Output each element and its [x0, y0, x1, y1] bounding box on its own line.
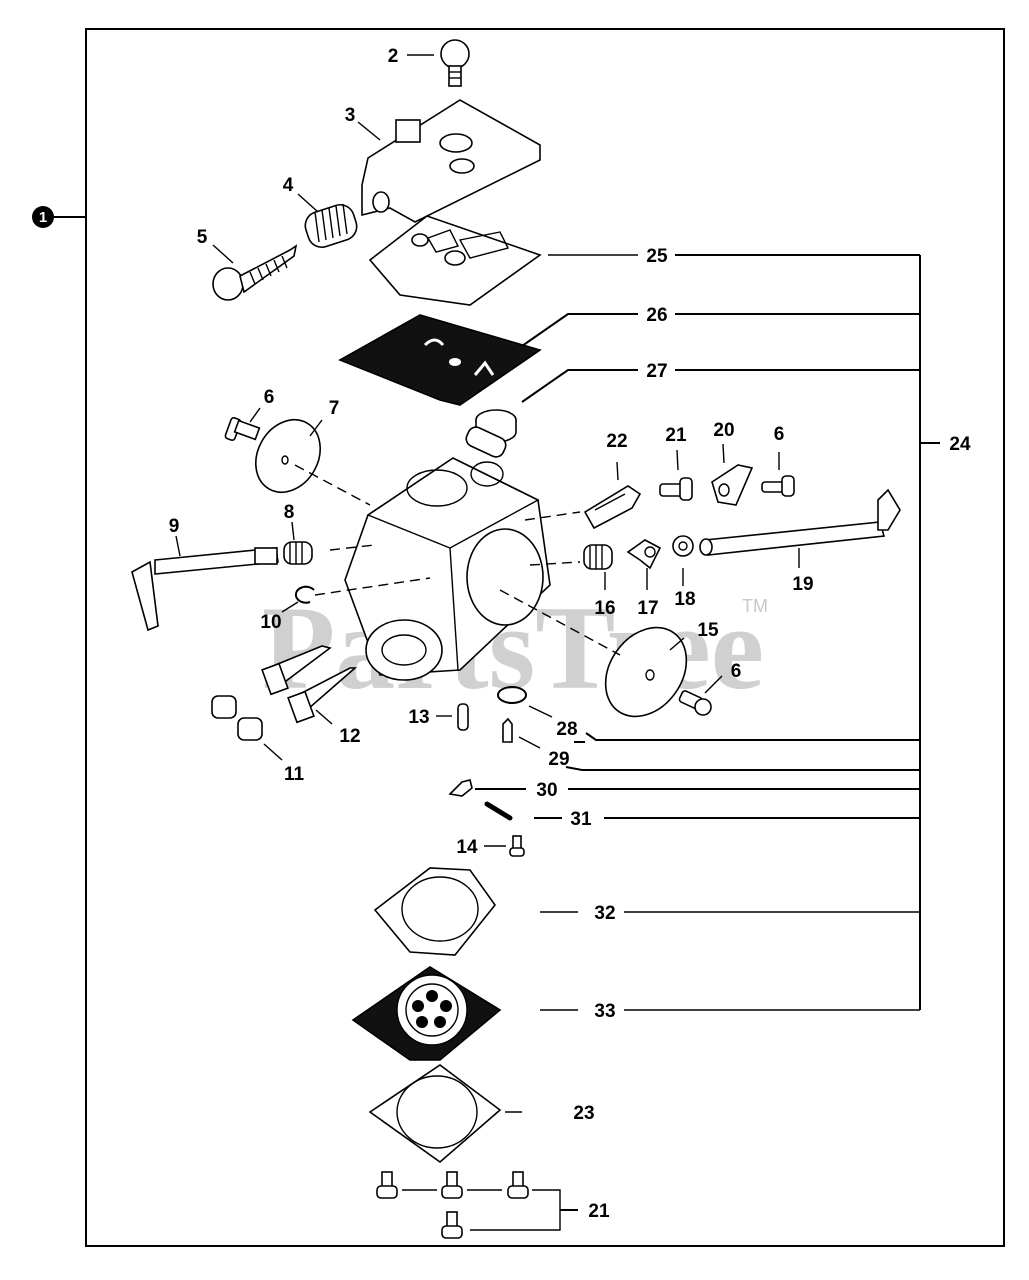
label-30[interactable]: 30 [536, 780, 557, 801]
label-21[interactable]: 21 [665, 425, 687, 446]
label-6-left[interactable]: 6 [264, 387, 275, 408]
label-16[interactable]: 16 [594, 598, 615, 619]
label-6-lower[interactable]: 6 [731, 661, 742, 682]
label-25[interactable]: 25 [646, 246, 668, 267]
part-2-screw[interactable] [440, 39, 470, 87]
part-20-lever[interactable] [711, 464, 754, 506]
part-5-screw[interactable] [212, 244, 298, 301]
part-16-spring[interactable] [583, 544, 613, 570]
label-28[interactable]: 28 [556, 719, 577, 740]
part-7-choke-plate[interactable] [243, 408, 333, 504]
callout-labels: 2 3 4 5 25 26 27 24 6 7 8 9 10 11 12 13 … [169, 46, 971, 1222]
label-18[interactable]: 18 [674, 589, 695, 610]
part-33-metering-diaphragm[interactable] [351, 966, 502, 1061]
part-31-pin[interactable] [484, 801, 513, 821]
part-26-pump-diaphragm[interactable] [338, 314, 542, 406]
label-2[interactable]: 2 [388, 46, 399, 67]
part-17-lever[interactable] [626, 539, 662, 570]
leader-lines [175, 54, 940, 1231]
part-14-screw[interactable] [509, 835, 525, 857]
part-3-pump-cover[interactable] [361, 99, 541, 223]
part-21-screws-set[interactable] [376, 1171, 529, 1239]
label-1: 1 [39, 209, 47, 226]
label-20[interactable]: 20 [713, 420, 734, 441]
assembly-callout[interactable]: 1 [32, 206, 86, 228]
part-6-screw-right[interactable] [761, 475, 795, 497]
label-14[interactable]: 14 [456, 837, 478, 858]
label-19[interactable]: 19 [792, 574, 813, 595]
label-12[interactable]: 12 [339, 726, 360, 747]
label-3[interactable]: 3 [345, 105, 356, 126]
label-4[interactable]: 4 [283, 175, 294, 196]
label-27[interactable]: 27 [646, 361, 667, 382]
part-21-screw[interactable] [659, 477, 693, 501]
label-8[interactable]: 8 [284, 502, 295, 523]
label-9[interactable]: 9 [169, 516, 180, 537]
part-8-spring[interactable] [283, 541, 313, 565]
assembly-lines [294, 464, 621, 656]
label-15[interactable]: 15 [697, 620, 719, 641]
assembly-frame [85, 28, 1005, 1247]
part-19-throttle-shaft[interactable] [699, 488, 901, 556]
part-30-metering-lever[interactable] [448, 779, 473, 797]
label-24[interactable]: 24 [949, 434, 971, 455]
label-26[interactable]: 26 [646, 305, 667, 326]
part-25-gasket[interactable] [368, 215, 542, 306]
part-9-choke-shaft[interactable] [131, 547, 279, 632]
label-10[interactable]: 10 [260, 612, 281, 633]
part-13-spring[interactable] [457, 703, 469, 731]
callout-badge-icon [32, 206, 54, 228]
label-5[interactable]: 5 [197, 227, 208, 248]
label-32[interactable]: 32 [594, 903, 615, 924]
watermark-tm: TM [742, 596, 768, 616]
carburetor-body[interactable] [344, 424, 551, 681]
label-6-right[interactable]: 6 [774, 424, 785, 445]
part-15-throttle-plate[interactable] [589, 612, 703, 732]
part-28-o-ring[interactable] [497, 686, 527, 704]
label-33[interactable]: 33 [594, 1001, 615, 1022]
label-11[interactable]: 11 [284, 764, 305, 785]
label-7[interactable]: 7 [329, 398, 340, 419]
label-23[interactable]: 23 [573, 1103, 594, 1124]
label-22[interactable]: 22 [606, 431, 627, 452]
label-21-bottom[interactable]: 21 [588, 1201, 610, 1222]
part-22-link-plate[interactable] [583, 485, 642, 530]
part-12-adjusting-needles[interactable] [261, 645, 358, 724]
label-17[interactable]: 17 [637, 598, 658, 619]
part-29-inlet-needle[interactable] [502, 717, 513, 743]
part-23-metering-cover[interactable] [368, 1064, 502, 1164]
part-11-limiter-caps[interactable] [211, 695, 263, 741]
label-29[interactable]: 29 [548, 749, 569, 770]
part-18-washer[interactable] [672, 535, 694, 557]
label-13[interactable]: 13 [408, 707, 429, 728]
part-32-gasket[interactable] [373, 867, 497, 956]
part-4-spring[interactable] [302, 201, 361, 251]
part-6-screw-left[interactable] [224, 416, 261, 442]
part-6-screw-lower[interactable] [678, 690, 712, 716]
part-10-clip[interactable] [294, 585, 315, 604]
label-31[interactable]: 31 [570, 809, 592, 830]
